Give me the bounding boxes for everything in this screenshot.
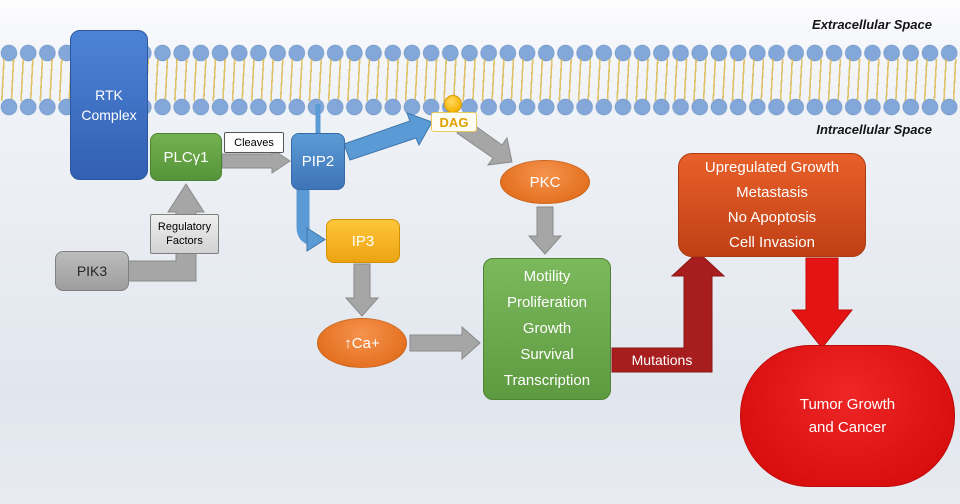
dag-lipid-icon [444, 95, 462, 113]
effects-line-growth: Growth [522, 320, 572, 337]
effects-line-proliferation: Proliferation [506, 294, 588, 311]
rtk-complex-node: RTK Complex [70, 30, 148, 180]
plcg1-label: PLCγ1 [163, 148, 209, 166]
pik3-label: PIK3 [76, 263, 108, 279]
upregulated-line-apoptosis: No Apoptosis [727, 209, 817, 226]
upregulated-outcomes-node: Upregulated Growth Metastasis No Apoptos… [678, 153, 866, 257]
ip3-node: IP3 [326, 219, 400, 263]
effects-line-survival: Survival [520, 346, 574, 363]
effects-line-motility: Motility [523, 268, 571, 285]
pik3-node: PIK3 [55, 251, 129, 291]
pip2-label: PIP2 [301, 153, 335, 170]
arrow-calcium-to-effects [409, 325, 481, 361]
upregulated-line-invasion: Cell Invasion [729, 234, 815, 251]
upregulated-line-metastasis: Metastasis [736, 184, 808, 201]
arrow-pip2-to-ip3-shaft [296, 188, 316, 246]
cell-membrane [0, 44, 960, 116]
rtk-label-line1: RTK [95, 87, 123, 103]
intracellular-space-label: Intracellular Space [816, 122, 932, 137]
ip3-label: IP3 [351, 232, 375, 250]
membrane-lipid-heads-bottom [0, 98, 960, 116]
calcium-node: ↑Ca+ [317, 318, 407, 368]
arrow-pip2-to-ip3-head [306, 227, 326, 252]
plcg1-node: PLCγ1 [150, 133, 222, 181]
cleaves-label: Cleaves [224, 132, 284, 153]
regulatory-factors-label: Regulatory Factors [150, 214, 219, 254]
pip2-node: PIP2 [291, 133, 345, 190]
extracellular-space-label: Extracellular Space [812, 17, 932, 32]
membrane-lipid-heads-top [0, 44, 960, 62]
arrow-pkc-to-effects [527, 206, 563, 255]
membrane-lipid-tails [0, 59, 960, 101]
pkc-node: PKC [500, 160, 590, 204]
pkc-label: PKC [529, 173, 561, 191]
upregulated-line-growth: Upregulated Growth [704, 159, 840, 176]
tumor-growth-node: Tumor Growth and Cancer [740, 345, 955, 487]
tumor-label-line2: and Cancer [808, 419, 887, 436]
effects-line-transcription: Transcription [503, 372, 591, 389]
arrow-upregulated-to-tumor [790, 257, 854, 349]
mutations-label: Mutations [631, 352, 693, 368]
rtk-label-line2: Complex [81, 107, 137, 123]
tumor-label-line1: Tumor Growth [799, 396, 896, 413]
arrow-pip2-to-dag [343, 112, 433, 161]
arrow-ip3-to-calcium [344, 263, 380, 317]
cell-effects-node: Motility Proliferation Growth Survival T… [483, 258, 611, 400]
dag-label: DAG [431, 112, 477, 132]
calcium-label: ↑Ca+ [344, 334, 380, 352]
